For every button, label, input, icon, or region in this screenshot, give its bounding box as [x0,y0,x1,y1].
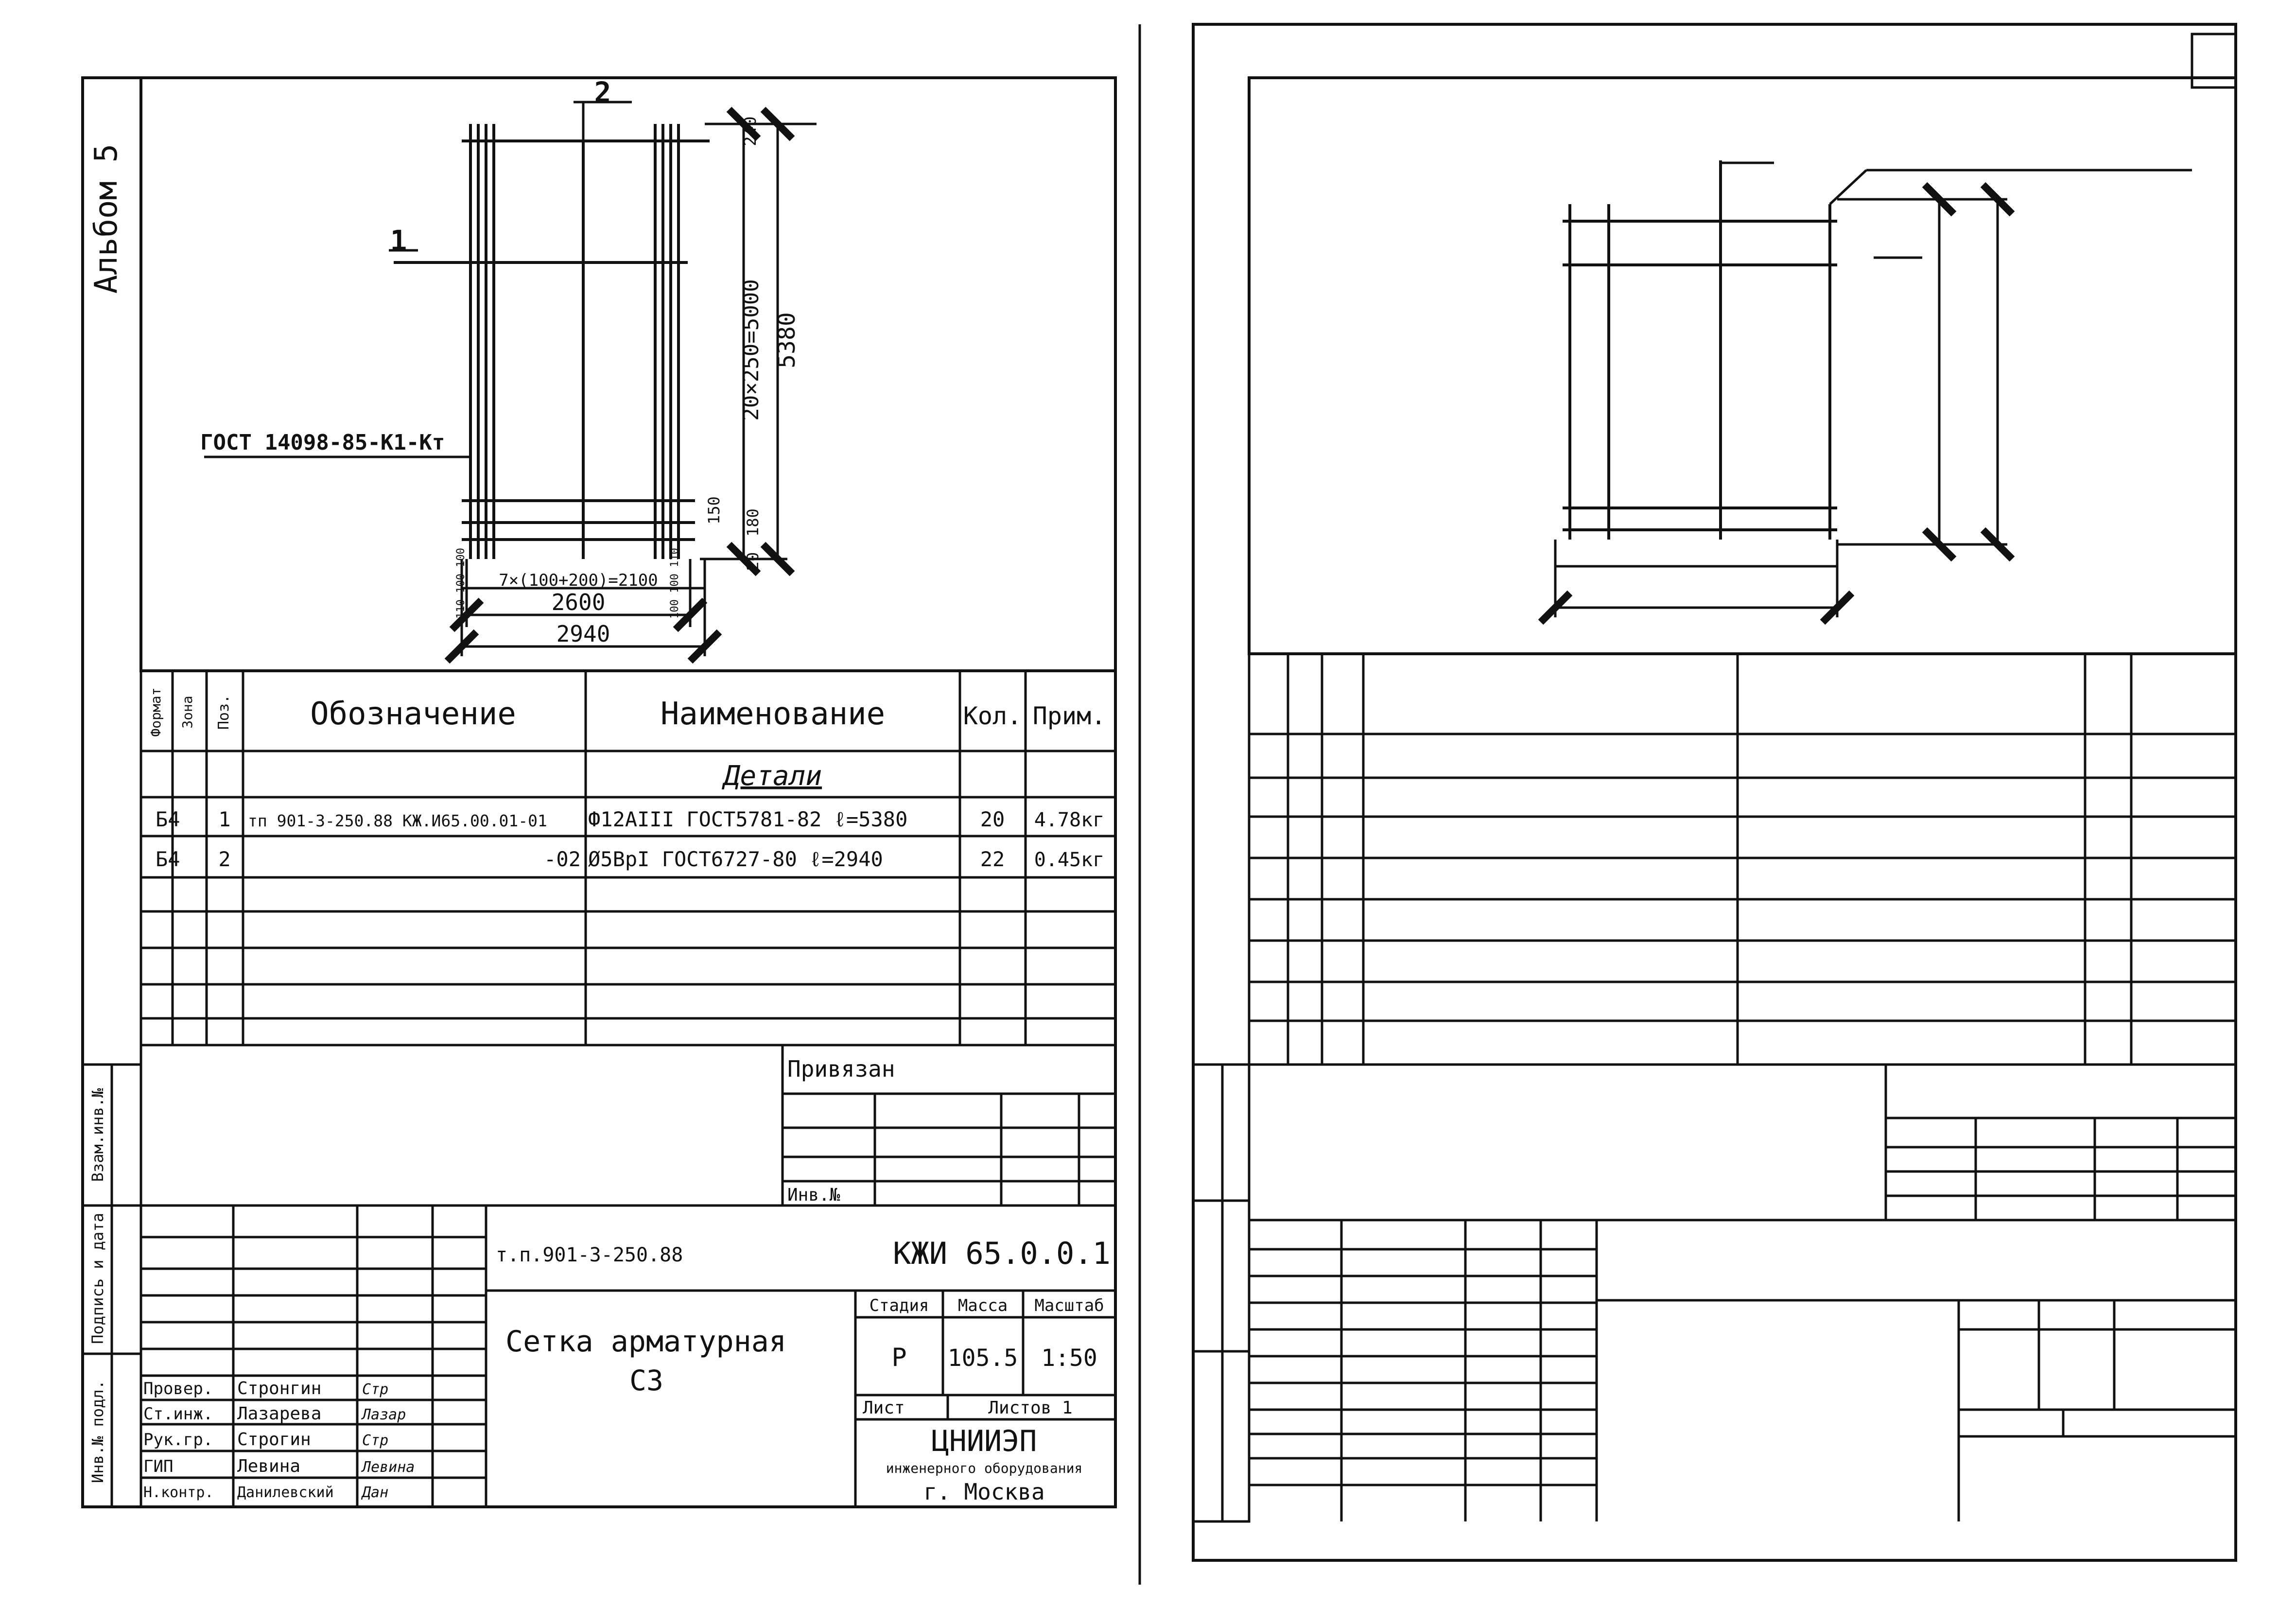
left-dim-7x: 7×(100+200)=2100 [499,571,658,590]
left-row1-note: 4.78кг [1034,809,1105,831]
left-pos-1-label: 1 [390,224,407,257]
left-stage: Р [891,1343,906,1372]
left-sheets-label: Листов 1 [988,1398,1072,1418]
left-role: Н.контр. [143,1484,214,1501]
left-role-signature: Дан [361,1484,388,1501]
left-stage-label: Стадия [870,1296,929,1315]
left-hdr-designation: Обозначение [310,696,516,732]
left-privyazan-block [139,1045,1115,1507]
left-title2: С3 [629,1364,663,1397]
left-inv-no: Инв.№ [787,1185,840,1205]
left-row1-pos: 1 [218,807,230,831]
left-hdr-qty: Кол. [963,702,1022,730]
left-dim-small-right: 100 100 110 [669,548,681,619]
left-row2-pos: 2 [218,847,230,871]
left-dim-small-left: 110 100 100 [455,548,467,619]
left-org3: г. Москва [923,1479,1044,1505]
left-dim-150: 150 [705,496,723,524]
left-role: Рук.гр. [143,1430,213,1450]
left-dim-2940: 2940 [557,621,610,647]
page-number-box [2191,33,2237,89]
left-role-name: Строгин [237,1430,311,1450]
left-album-label: Альбом 5 [88,144,124,294]
left-section-details: Детали [722,760,822,792]
left-dim-180: 180 [744,508,762,537]
left-role: ГИП [143,1457,173,1476]
left-hdr-format: Формат [148,687,164,736]
left-dim-20: 20 [744,552,762,571]
left-margin-podpis: Подпись и дата [88,1213,107,1344]
left-project: т.п.901-3-250.88 [496,1244,683,1266]
left-mesh [394,124,710,559]
right-leaders [1538,161,2192,625]
left-dim-5380: 5380 [773,312,800,368]
left-scale: 1:50 [1041,1345,1097,1372]
left-gost-callout: ГОСТ 14098-85-К1-Кт [200,430,445,455]
left-hdr-zone: Зона [179,696,195,728]
left-role-name: Данилевский [237,1484,334,1501]
right-privyazan-block [1248,1065,2236,1521]
left-role-signature: Левина [361,1459,415,1476]
left-margin-inv: Инв.№ подл. [88,1380,107,1483]
right-spec-table [1248,652,2237,1066]
left-row2-designation: -02 [544,847,581,871]
left-code: КЖИ 65.0.0.1 [893,1236,1111,1271]
left-row1-name: Ф12АIII ГОСТ5781-82 ℓ=5380 [588,807,907,831]
left-role-signature: Стр [362,1381,388,1398]
left-row1-format: Б4 [156,807,180,831]
right-sheet [1192,23,2237,1562]
left-role: Провер. [143,1379,213,1398]
right-margin-stamps [1192,1063,1251,1523]
left-leaders [204,101,817,664]
left-role-signature: Лазар [361,1406,406,1423]
left-mass: 105.5 [948,1345,1018,1372]
left-hdr-pos: Поз. [215,695,232,730]
left-mass-label: Масса [958,1296,1008,1315]
left-title-block [141,1205,1115,1507]
left-role-name: Левина [237,1456,300,1476]
left-org2: инженерного оборудования [886,1460,1083,1476]
left-title1: Сетка арматурная [505,1325,786,1359]
left-dim-spacing: 20×250=5000 [739,279,764,420]
left-pos-2-label: 2 [594,76,611,109]
left-scale-label: Масштаб [1034,1296,1104,1315]
left-row1-qty: 20 [980,807,1005,831]
left-row1-designation: тп 901-3-250.88 КЖ.И65.00.01-01 [248,811,547,830]
left-dim-2600: 2600 [552,589,606,615]
left-role: Ст.инж. [143,1404,213,1424]
left-hdr-note: Прим. [1033,702,1106,730]
left-role-name: Лазарева [237,1404,321,1424]
left-org1: ЦНИИЭП [932,1424,1037,1458]
left-row2-format: Б4 [156,847,180,871]
left-privyazan: Привязан [787,1056,895,1082]
left-roles: Провер. Стронгин Стр Ст.инж. Лазарева Ла… [143,1379,415,1501]
left-role-name: Стронгин [237,1379,321,1398]
left-spec-table [139,669,1117,1047]
left-row2-note: 0.45кг [1034,849,1105,871]
right-title-block [1249,1220,2236,1521]
left-row2-qty: 22 [980,847,1005,871]
right-mesh [1563,160,1837,540]
left-role-signature: Стр [362,1432,388,1449]
left-row2-name: Ø5ВрI ГОСТ6727-80 ℓ=2940 [588,847,883,871]
left-hdr-name: Наименование [661,696,885,732]
left-sheet [81,24,1141,1585]
left-sheet-label: Лист [863,1398,905,1418]
left-dim-240: 240 [741,116,760,146]
left-margin-vzam: Взам.инв.№ [88,1088,107,1182]
